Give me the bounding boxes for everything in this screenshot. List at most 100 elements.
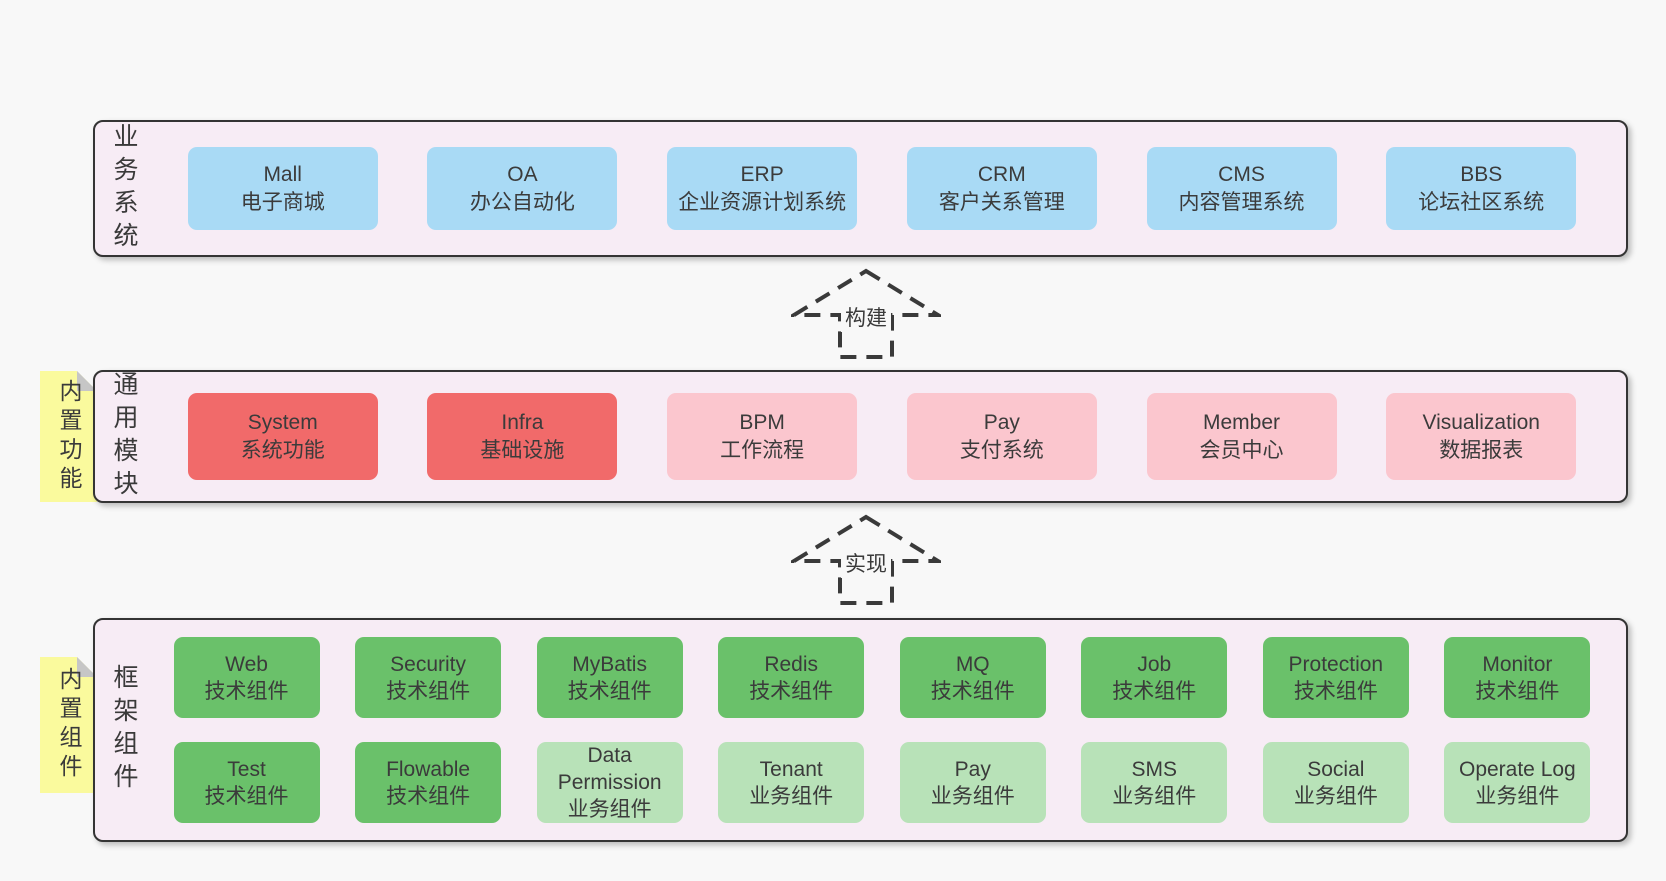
box-title: Monitor — [1482, 652, 1553, 676]
box-desc: 技术组件 — [204, 784, 289, 808]
layer-components-content: Web 技术组件 Security 技术组件 MyBatis 技术组件 Redi… — [138, 620, 1626, 840]
box-title: BBS — [1460, 162, 1503, 186]
box-desc: 技术组件 — [1112, 679, 1197, 703]
arrow-build: 构建 — [791, 268, 941, 360]
box-title: Job — [1137, 652, 1172, 676]
layer-modules-content: System 系统功能 Infra 基础设施 BPM 工作流程 Pay 支付系统… — [138, 372, 1626, 501]
box-title: Member — [1203, 410, 1281, 434]
box-desc: 企业资源计划系统 — [678, 190, 847, 214]
box-title: Operate Log — [1458, 757, 1576, 781]
box-desc: 技术组件 — [749, 679, 834, 703]
box-title: Tenant — [759, 757, 823, 781]
box-cms: CMS 内容管理系统 — [1146, 147, 1337, 230]
box-mq: MQ 技术组件 — [899, 637, 1046, 718]
layer-modules-label: 通用模块 — [110, 370, 138, 503]
box-title: Web — [225, 652, 268, 676]
box-visualization: Visualization 数据报表 — [1386, 393, 1577, 480]
box-flowable: Flowable 技术组件 — [355, 742, 502, 823]
box-desc: 电子商城 — [240, 190, 325, 214]
box-title: Data Permission — [557, 744, 662, 794]
box-title: Social — [1307, 757, 1365, 781]
note-built-in-components: 内置组件 — [40, 657, 97, 793]
box-web: Web 技术组件 — [173, 637, 320, 718]
box-pay-module: Pay 支付系统 — [906, 393, 1097, 480]
box-bpm: BPM 工作流程 — [667, 393, 858, 480]
box-title: OA — [507, 162, 538, 186]
box-desc: 基础设施 — [480, 438, 565, 462]
box-tenant: Tenant 业务组件 — [718, 742, 865, 823]
box-desc: 工作流程 — [720, 438, 805, 462]
box-security: Security 技术组件 — [355, 637, 502, 718]
box-test: Test 技术组件 — [173, 742, 320, 823]
box-desc: 技术组件 — [204, 679, 289, 703]
box-sms: SMS 业务组件 — [1081, 742, 1228, 823]
note-background — [40, 371, 97, 502]
box-mybatis: MyBatis 技术组件 — [536, 637, 683, 718]
box-desc: 技术组件 — [1475, 679, 1560, 703]
arrow-implement-label: 实现 — [841, 548, 891, 578]
box-title: Redis — [764, 652, 819, 676]
box-title: Visualization — [1422, 410, 1540, 434]
note-built-in-features-label: 内置功能 — [56, 378, 82, 495]
box-desc: 技术组件 — [386, 679, 471, 703]
arrow-implement: 实现 — [791, 514, 941, 606]
box-title: Pay — [954, 757, 991, 781]
box-desc: 技术组件 — [567, 679, 652, 703]
box-desc: 内容管理系统 — [1178, 190, 1305, 214]
box-data-permission: Data Permission 业务组件 — [536, 742, 683, 823]
box-title: CMS — [1218, 162, 1265, 186]
box-desc: 业务组件 — [749, 784, 834, 808]
box-system: System 系统功能 — [187, 393, 378, 480]
arrow-build-label: 构建 — [841, 302, 891, 332]
box-title: MQ — [955, 652, 990, 676]
box-desc: 技术组件 — [930, 679, 1015, 703]
box-member: Member 会员中心 — [1146, 393, 1337, 480]
arrow-up-dashed-icon — [791, 514, 941, 605]
box-desc: 技术组件 — [1293, 679, 1378, 703]
layer-common-modules: 通用模块 System 系统功能 Infra 基础设施 BPM 工作流程 Pay… — [93, 370, 1628, 503]
layer-business-label: 业务系统 — [110, 122, 138, 255]
box-desc: 技术组件 — [386, 784, 471, 808]
layer-framework-components: 框架组件 Web 技术组件 Security 技术组件 MyBatis 技术组件… — [93, 618, 1628, 842]
layer-business-systems: 业务系统 Mall 电子商城 OA 办公自动化 ERP 企业资源计划系统 CRM… — [93, 120, 1628, 257]
box-job: Job 技术组件 — [1081, 637, 1228, 718]
box-title: Protection — [1288, 652, 1384, 676]
note-built-in-features: 内置功能 — [40, 371, 97, 502]
box-title: System — [247, 410, 318, 434]
components-box-row-1: Web 技术组件 Security 技术组件 MyBatis 技术组件 Redi… — [138, 637, 1626, 718]
box-oa: OA 办公自动化 — [427, 147, 618, 230]
box-title: MyBatis — [572, 652, 647, 676]
box-desc: 业务组件 — [567, 798, 652, 821]
box-desc: 业务组件 — [1293, 784, 1378, 808]
box-operate-log: Operate Log 业务组件 — [1444, 742, 1591, 823]
box-infra: Infra 基础设施 — [427, 393, 618, 480]
box-desc: 业务组件 — [1475, 784, 1560, 808]
arrow-up-dashed-icon — [791, 268, 941, 359]
box-title: Infra — [501, 410, 544, 434]
box-desc: 数据报表 — [1439, 438, 1524, 462]
box-redis: Redis 技术组件 — [718, 637, 865, 718]
box-title: Test — [227, 757, 266, 781]
box-desc: 客户关系管理 — [938, 190, 1065, 214]
box-pay-component: Pay 业务组件 — [899, 742, 1046, 823]
box-title: ERP — [740, 162, 784, 186]
layer-business-content: Mall 电子商城 OA 办公自动化 ERP 企业资源计划系统 CRM 客户关系… — [138, 122, 1626, 255]
layer-components-label: 框架组件 — [110, 664, 138, 796]
box-protection: Protection 技术组件 — [1262, 637, 1409, 718]
box-mall: Mall 电子商城 — [187, 147, 378, 230]
box-title: BPM — [739, 410, 785, 434]
box-title: Security — [390, 652, 467, 676]
box-crm: CRM 客户关系管理 — [906, 147, 1097, 230]
box-title: Mall — [263, 162, 302, 186]
box-desc: 系统功能 — [240, 438, 325, 462]
modules-box-row: System 系统功能 Infra 基础设施 BPM 工作流程 Pay 支付系统… — [138, 393, 1626, 480]
note-built-in-components-label: 内置组件 — [56, 667, 82, 783]
box-desc: 支付系统 — [959, 438, 1044, 462]
box-desc: 办公自动化 — [469, 190, 575, 214]
box-desc: 论坛社区系统 — [1418, 190, 1545, 214]
note-background — [40, 657, 97, 793]
box-erp: ERP 企业资源计划系统 — [667, 147, 858, 230]
box-desc: 会员中心 — [1199, 438, 1284, 462]
box-monitor: Monitor 技术组件 — [1444, 637, 1591, 718]
